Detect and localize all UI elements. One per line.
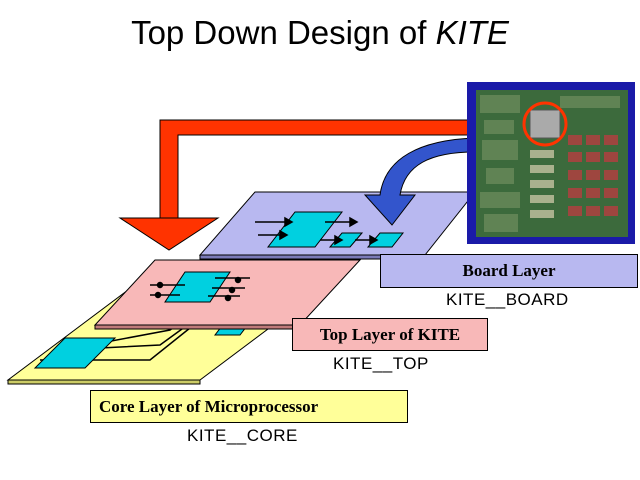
- core-layer-label-box: Core Layer of Microprocessor: [90, 390, 408, 423]
- board-layer-label-box: Board Layer: [380, 254, 638, 288]
- top-block: [164, 271, 231, 303]
- board-layer-signals: [255, 216, 379, 246]
- top-layer-signals: [150, 276, 250, 302]
- core-layer-label: Core Layer of Microprocessor: [99, 396, 319, 416]
- core-block-1: [33, 337, 117, 369]
- core-layer-code: KITE__CORE: [187, 426, 298, 445]
- core-layer-edge: [7, 379, 201, 385]
- title-emphasis: KITE: [435, 14, 509, 51]
- board-photo: [467, 82, 635, 244]
- blue-arrow: [363, 137, 476, 226]
- board-layer-code: KITE__BOARD: [446, 290, 569, 309]
- top-layer-edge: [94, 324, 301, 330]
- top-layer-label: Top Layer of KITE: [319, 324, 461, 344]
- board-block-3: [366, 232, 405, 248]
- title-prefix: Top Down Design of: [131, 14, 436, 51]
- top-layer-label-box: Top Layer of KITE: [292, 318, 488, 351]
- top-layer-code: KITE__TOP: [333, 354, 429, 373]
- top-layer-plane: [93, 259, 362, 326]
- board-layer-label: Board Layer: [462, 261, 556, 280]
- page-title: Top Down Design of KITE: [0, 14, 640, 52]
